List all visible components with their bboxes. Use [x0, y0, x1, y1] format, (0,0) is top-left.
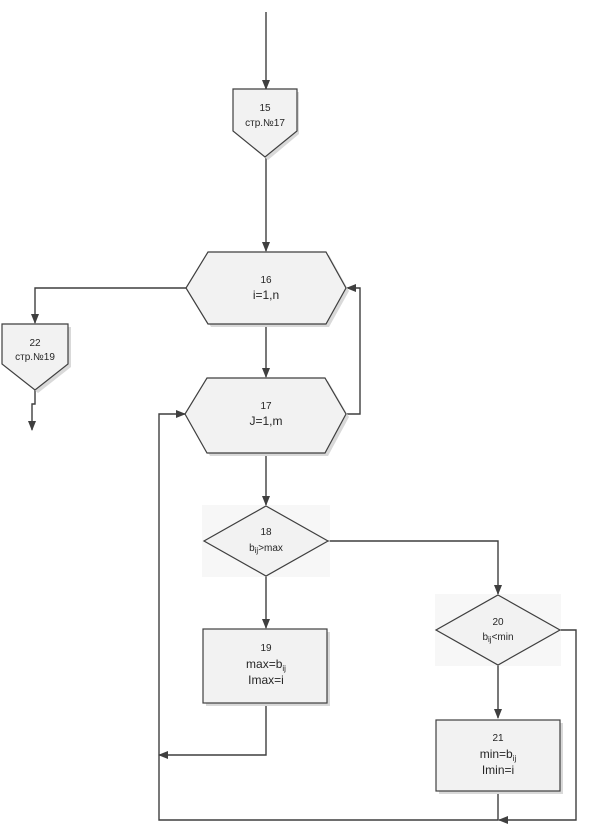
block-19-number: 19 — [260, 643, 272, 654]
block-22-label: стр.№19 — [15, 352, 55, 363]
block-20-condition: bij<min — [482, 632, 513, 644]
block-21-line1: min=bij — [480, 747, 517, 763]
line-21-to-loop — [158, 410, 499, 821]
block-18-condition: bij>max — [249, 543, 283, 555]
block-20[interactable]: 20 bij<min — [434, 594, 562, 666]
block-17-number: 17 — [260, 401, 272, 412]
block-20-number: 20 — [492, 617, 504, 628]
line-19-to-loop — [158, 703, 267, 759]
block-17[interactable]: 17 J=1,m — [184, 377, 349, 456]
block-21-number: 21 — [492, 733, 504, 744]
line-20-no-to-merge — [498, 629, 577, 824]
block-19-line2: Imax=i — [248, 673, 284, 687]
block-19-line1: max=bij — [246, 657, 286, 673]
block-15-number: 15 — [259, 103, 271, 114]
block-15[interactable]: 15 стр.№17 — [232, 88, 299, 160]
block-21[interactable]: 21 min=bij Imin=i — [435, 719, 563, 794]
block-16-label: i=1,n — [253, 288, 279, 302]
block-22[interactable]: 22 стр.№19 — [1, 323, 71, 393]
block-21-line2: Imin=i — [482, 763, 514, 777]
block-16[interactable]: 16 i=1,n — [185, 251, 349, 327]
block-17-label: J=1,m — [249, 414, 282, 428]
block-16-number: 16 — [260, 275, 272, 286]
connectors — [28, 12, 577, 824]
line-16-to-22 — [31, 287, 186, 324]
line-17-return-to-16 — [346, 284, 361, 415]
line-18-no-to-20 — [328, 540, 502, 595]
line-22-exit — [28, 389, 36, 431]
block-22-number: 22 — [29, 338, 41, 349]
block-18-number: 18 — [260, 527, 272, 538]
block-19[interactable]: 19 max=bij Imax=i — [202, 628, 330, 706]
block-15-label: стр.№17 — [245, 118, 285, 129]
block-18[interactable]: 18 bij>max — [202, 505, 330, 577]
